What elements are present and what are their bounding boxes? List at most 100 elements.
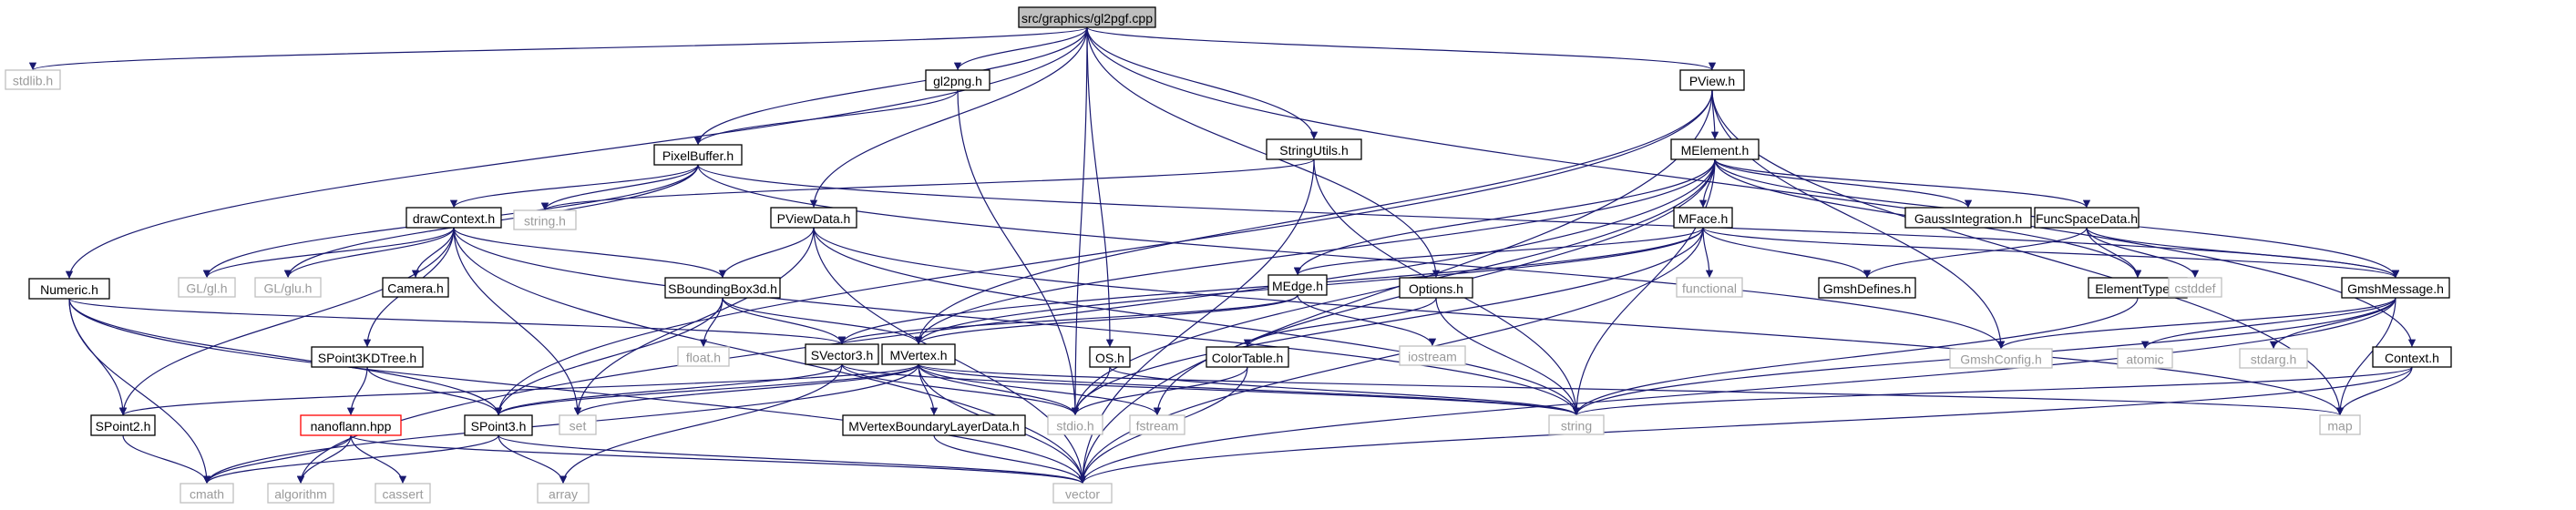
node-mface[interactable]: MFace.h xyxy=(1673,207,1733,229)
node-box xyxy=(2372,346,2452,368)
edge-mface-to-gmshmessage xyxy=(1702,227,2399,279)
node-drawcontext[interactable]: drawContext.h xyxy=(405,207,502,229)
edge-funcspace-to-gmshdefines xyxy=(1863,227,2088,279)
edge-melement-to-stdioh xyxy=(1071,158,1716,416)
edge-context-to-vector xyxy=(1079,366,2413,484)
edge-root-to-context xyxy=(1086,26,2417,348)
node-gmshmessage[interactable]: GmshMessage.h xyxy=(2341,277,2450,299)
node-pviewdata[interactable]: PViewData.h xyxy=(770,207,857,229)
node-gmshconfig: GmshConfig.h xyxy=(1949,348,2053,369)
edge-numeric-to-svector3 xyxy=(68,298,846,345)
node-stdarg: stdarg.h xyxy=(2239,348,2308,369)
node-box xyxy=(1129,414,1185,435)
node-cassert: cassert xyxy=(375,483,431,504)
node-nanoflann[interactable]: nanoflann.hpp xyxy=(300,414,402,436)
node-gaussint[interactable]: GaussIntegration.h xyxy=(1904,207,2032,229)
edge-medge-to-mvertex xyxy=(914,294,1298,345)
edge-mface-to-gmshdefines xyxy=(1702,227,1872,279)
node-box xyxy=(559,414,597,435)
node-mvertex[interactable]: MVertex.h xyxy=(881,343,956,365)
node-box xyxy=(677,346,730,367)
node-osh[interactable]: OS.h xyxy=(1089,346,1131,368)
node-floath: float.h xyxy=(677,346,730,367)
node-label: MVertexBoundaryLayerData.h xyxy=(848,419,1020,434)
node-label: algorithm xyxy=(274,487,327,502)
edge-root-to-pview xyxy=(1086,26,1716,71)
edge-pixelbuffer-to-stringh xyxy=(540,164,699,211)
node-set: set xyxy=(559,414,597,435)
node-glglu: GL/glu.h xyxy=(254,277,322,298)
edge-drawcontext-to-spoint2 xyxy=(118,227,455,416)
node-svector3[interactable]: SVector3.h xyxy=(805,343,879,365)
node-label: Context.h xyxy=(2385,351,2439,365)
node-atomic: atomic xyxy=(2117,348,2173,369)
node-gl2png[interactable]: gl2png.h xyxy=(925,69,990,91)
node-label: cstddef xyxy=(2174,281,2215,296)
node-label: FuncSpaceData.h xyxy=(2036,211,2138,226)
node-spoint2[interactable]: SPoint2.h xyxy=(90,414,156,436)
node-melement[interactable]: MElement.h xyxy=(1670,138,1760,160)
node-stringutils[interactable]: StringUtils.h xyxy=(1266,138,1362,160)
node-root[interactable]: src/graphics/gl2pgf.cpp xyxy=(1018,6,1156,28)
node-label: Numeric.h xyxy=(40,282,98,297)
node-algorithm: algorithm xyxy=(267,483,334,504)
node-options[interactable]: Options.h xyxy=(1399,277,1473,299)
edge-sbbox-to-spoint3 xyxy=(494,297,724,416)
node-sbbox[interactable]: SBoundingBox3d.h xyxy=(664,277,781,299)
node-box xyxy=(1018,6,1156,28)
edge-elementtype-to-string xyxy=(1572,297,2139,416)
node-camera[interactable]: Camera.h xyxy=(382,277,449,298)
node-box xyxy=(664,277,781,299)
edge-root-to-options xyxy=(1086,26,1441,279)
node-mvblayer[interactable]: MVertexBoundaryLayerData.h xyxy=(842,414,1026,436)
node-map: map xyxy=(2319,414,2361,435)
node-box xyxy=(1089,346,1131,368)
node-spoint3kd[interactable]: SPoint3KDTree.h xyxy=(311,346,424,368)
edge-mvertex-to-string xyxy=(918,363,1580,416)
node-numeric[interactable]: Numeric.h xyxy=(28,278,110,300)
node-pixelbuffer[interactable]: PixelBuffer.h xyxy=(653,144,743,166)
node-label: float.h xyxy=(686,351,721,365)
edge-options-to-string xyxy=(1435,297,1581,416)
node-label: GmshDefines.h xyxy=(1823,281,1911,296)
node-elementtype[interactable]: ElementType.h xyxy=(2088,277,2188,299)
node-pview[interactable]: PView.h xyxy=(1679,69,1745,91)
edge-pixelbuffer-to-gmshconfig xyxy=(697,164,2006,350)
edge-pviewdata-to-map xyxy=(813,227,2345,416)
edge-melement-to-gaussint xyxy=(1714,158,1973,209)
node-box xyxy=(267,483,334,504)
node-box xyxy=(1399,345,1466,366)
edge-spoint3kd-to-spoint3 xyxy=(366,366,503,416)
edge-mvertex-to-stdioh xyxy=(918,363,1080,416)
node-box xyxy=(2319,414,2361,435)
edge-mvertex-to-fstream xyxy=(918,363,1162,416)
node-label: array xyxy=(549,487,578,502)
edge-mvertex-to-set xyxy=(573,363,919,416)
node-label: functional xyxy=(1682,281,1737,296)
node-box xyxy=(2034,207,2140,229)
nodes-layer: src/graphics/gl2pgf.cppstdlib.hPixelBuff… xyxy=(5,6,2452,504)
node-gmshdefines[interactable]: GmshDefines.h xyxy=(1818,277,1916,299)
edge-medge-to-iostream xyxy=(1297,294,1437,347)
edge-melement-to-medge xyxy=(1293,158,1716,276)
node-funcspace[interactable]: FuncSpaceData.h xyxy=(2034,207,2140,229)
edge-mvertex-to-mvblayer xyxy=(918,363,939,416)
node-colortable[interactable]: ColorTable.h xyxy=(1206,346,1289,368)
edge-melement-to-string xyxy=(1572,158,1716,416)
node-label: OS.h xyxy=(1095,351,1124,365)
node-spoint3[interactable]: SPoint3.h xyxy=(464,414,533,436)
node-string: string xyxy=(1548,414,1605,435)
node-box xyxy=(2168,277,2222,298)
node-label: cmath xyxy=(190,487,224,502)
node-medge[interactable]: MEdge.h xyxy=(1267,274,1328,296)
node-context[interactable]: Context.h xyxy=(2372,346,2452,368)
edge-gmshmessage-to-vector xyxy=(1078,297,2396,484)
edge-pviewdata-to-sbbox xyxy=(718,227,815,279)
node-box xyxy=(842,414,1026,436)
edge-root-to-stdlib xyxy=(29,26,1088,71)
node-box xyxy=(180,483,234,504)
node-label: PViewData.h xyxy=(777,211,851,226)
edge-gmshmessage-to-map xyxy=(2335,297,2396,416)
node-stdioh: stdio.h xyxy=(1047,414,1103,435)
node-label: MEdge.h xyxy=(1272,279,1323,293)
